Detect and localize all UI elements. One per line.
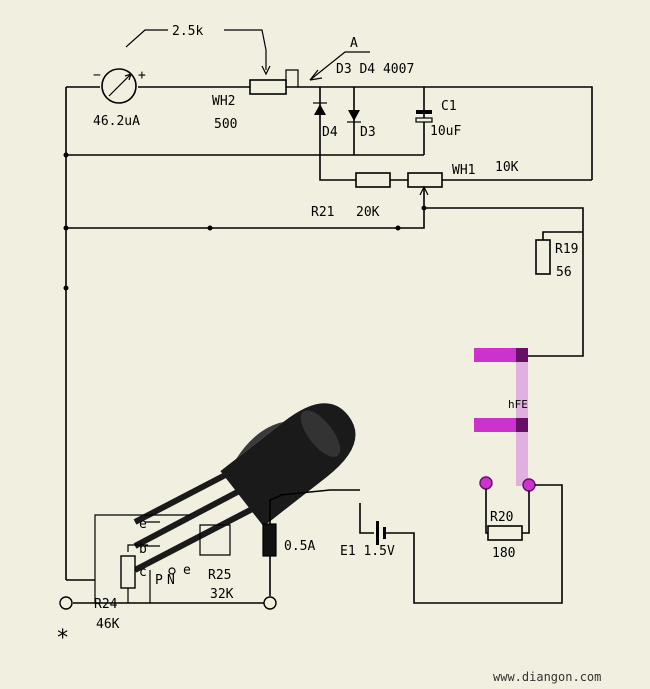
pin-e2-label: e — [183, 563, 191, 578]
wh1-name-label: WH1 — [452, 163, 475, 178]
r20-name-label: R20 — [490, 510, 513, 525]
pin-b-label: b — [139, 542, 147, 557]
r19-resistor — [528, 231, 584, 357]
r20-battery-loop — [359, 484, 563, 604]
r24-value-label: 46K — [96, 617, 120, 632]
watermark-text: www.diangon.com — [493, 670, 601, 684]
lower-left-network — [59, 489, 360, 610]
pin-p-label: P — [155, 573, 163, 588]
node-a-label: A — [350, 36, 358, 51]
battery-label: E1 1.5V — [340, 544, 395, 559]
pot-value-label: 2.5k — [172, 24, 203, 39]
r21-name-label: R21 — [311, 205, 334, 220]
fuse — [262, 523, 277, 557]
hfe-label: hFE — [508, 398, 528, 411]
r21-value-label: 20K — [356, 205, 380, 220]
meter-rating-label: 46.2uA — [93, 114, 140, 129]
pin-n-label: N — [167, 573, 175, 588]
fuse-rating-label: 0.5A — [284, 539, 315, 554]
meter-plus-label: + — [138, 68, 146, 83]
pin-c-label: c — [139, 565, 147, 580]
top-rail-wires — [65, 29, 593, 580]
r24-name-label: R24 — [94, 597, 118, 612]
meter-minus-label: − — [93, 68, 101, 83]
diodes-title-label: D3 D4 4007 — [336, 62, 414, 77]
transistor — [133, 403, 356, 573]
r25-value-label: 32K — [210, 587, 234, 602]
r20-value-label: 180 — [492, 546, 515, 561]
pin-e-label: e — [139, 517, 147, 532]
wh2-potentiometer — [249, 79, 287, 95]
ammeter — [101, 68, 137, 104]
hfe-socket — [474, 348, 536, 492]
r19-name-label: R19 — [555, 242, 578, 257]
c1-name-label: C1 — [441, 99, 457, 114]
r21-wh1-row — [319, 155, 592, 240]
wh2-value-label: 500 — [214, 117, 237, 132]
asterisk-mark: * — [56, 626, 69, 651]
diode-block — [66, 87, 433, 156]
r25-name-label: R25 — [208, 568, 231, 583]
wh1-value-label: 10K — [495, 160, 519, 175]
d4-label: D4 — [322, 125, 338, 140]
wh2-name-label: WH2 — [212, 94, 235, 109]
d3-label: D3 — [360, 125, 376, 140]
r19-value-label: 56 — [556, 265, 572, 280]
c1-value-label: 10uF — [430, 124, 461, 139]
mid-rail — [63, 152, 425, 291]
